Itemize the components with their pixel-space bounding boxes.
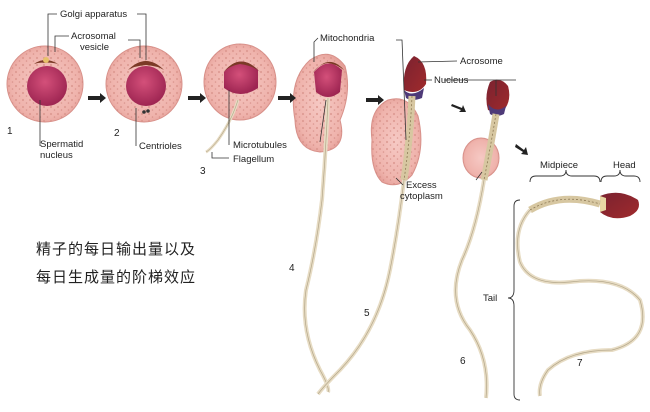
stage-arrows <box>88 93 528 155</box>
arrow-5-6 <box>451 104 466 112</box>
sperm-head-6 <box>486 79 510 112</box>
arrow-6-7 <box>515 144 528 155</box>
stage-1-cell <box>6 45 84 123</box>
label-acrosomal-2: vesicle <box>80 42 109 53</box>
caption-line-2: 每日生成量的阶梯效应 <box>36 268 197 286</box>
caption-line-1: 精子的每日输出量以及 <box>36 240 197 258</box>
stage-number-3: 3 <box>200 166 206 177</box>
arrow-4-5 <box>366 95 384 105</box>
leader-lines <box>39 13 516 186</box>
label-centrioles: Centrioles <box>139 141 182 152</box>
sperm-head-5 <box>403 56 427 92</box>
spermatid-nucleus-1 <box>27 66 67 106</box>
label-acrosomal-1: Acrosomal <box>71 31 116 42</box>
stage-number-6: 6 <box>460 356 466 367</box>
midpiece-bracket <box>529 169 601 183</box>
tail-5 <box>316 179 406 396</box>
label-tail: Tail <box>483 293 497 304</box>
stage-number-2: 2 <box>114 128 120 139</box>
stage-number-4: 4 <box>289 263 295 274</box>
spermatid-nucleus-2 <box>126 66 166 106</box>
sperm-head-7 <box>600 192 639 219</box>
label-spermatid-2: nucleus <box>40 150 73 161</box>
stage-2-cell <box>105 45 183 123</box>
stage-7-mature-sperm <box>515 192 645 397</box>
text-labels: Golgi apparatus Acrosomal vesicle Sperma… <box>40 9 636 304</box>
label-flagellum: Flagellum <box>233 154 274 165</box>
stage-number-7: 7 <box>577 358 583 369</box>
label-mitochondria: Mitochondria <box>320 33 375 44</box>
label-head: Head <box>613 160 636 171</box>
stage-5-cell <box>316 56 427 396</box>
stage-numbers: 1 2 3 4 5 6 7 <box>7 126 583 369</box>
stage-3-cell <box>203 43 277 154</box>
stage-4-cell <box>292 53 349 393</box>
label-nucleus: Nucleus <box>434 75 469 86</box>
label-acrosome: Acrosome <box>460 56 503 67</box>
label-excess-2: cytoplasm <box>400 191 443 202</box>
label-spermatid-1: Spermatid <box>40 139 83 150</box>
stage-6-cell <box>453 79 510 399</box>
label-microtubules: Microtubules <box>233 140 287 151</box>
label-excess-1: Excess <box>406 180 437 191</box>
stage-number-1: 1 <box>7 126 13 137</box>
label-midpiece: Midpiece <box>540 160 578 171</box>
label-golgi-apparatus: Golgi apparatus <box>60 9 127 20</box>
tail-bracket <box>507 199 521 401</box>
arrow-1-2 <box>88 93 106 103</box>
region-brackets <box>507 169 641 401</box>
arrow-2-3 <box>188 93 206 103</box>
head-bracket <box>600 169 641 183</box>
stage-number-5: 5 <box>364 308 370 319</box>
acrosomal-cap-2 <box>128 61 164 70</box>
arrow-3-4 <box>278 93 296 103</box>
